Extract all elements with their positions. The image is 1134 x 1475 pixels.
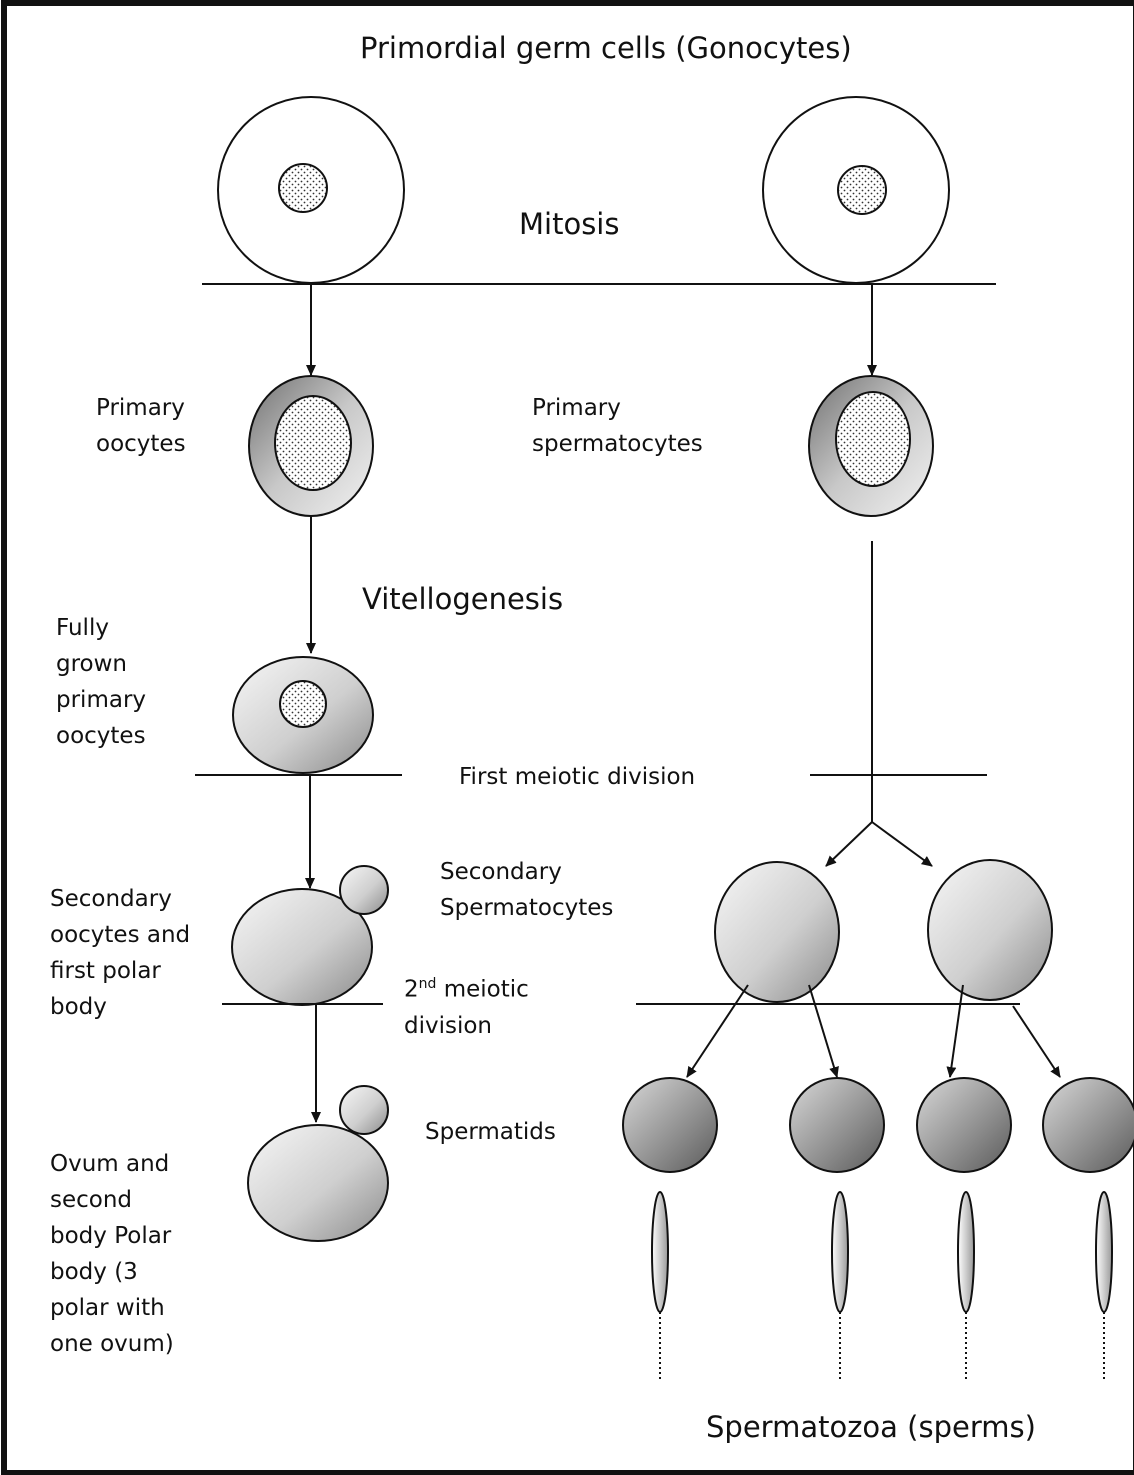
- mitosis-label: Mitosis: [519, 207, 620, 241]
- spermatid-2: [789, 1077, 885, 1173]
- arrow-to-spermatid-2: [808, 984, 839, 1078]
- sperm-head-3: [957, 1191, 975, 1313]
- spermatozoa-label: Spermatozoa (sperms): [706, 1410, 1036, 1444]
- fully-grown-label: Fully grown primary oocytes: [56, 615, 147, 749]
- primary-oocyte-nucleus: [274, 395, 352, 491]
- secondary-spermatocyte-2: [927, 859, 1053, 1001]
- sperm-head-4: [1095, 1191, 1113, 1313]
- sperm-head-2: [831, 1191, 849, 1313]
- spermatids-label: Spermatids: [425, 1119, 556, 1145]
- spermatid-1: [622, 1077, 718, 1173]
- gonocyte-left-nucleus: [278, 163, 328, 213]
- arrow-to-spermatid-3: [946, 984, 964, 1078]
- secondary-spermatocytes-label: Secondary Spermatocytes: [440, 859, 614, 921]
- arrow-to-sec-spermatocyte-1: [825, 821, 873, 867]
- gonocyte-right-nucleus: [837, 165, 887, 215]
- diagram-title: Primordial germ cells (Gonocytes): [360, 31, 852, 65]
- secondary-oocytes-label: Secondary oocytes and first polar body: [50, 886, 191, 1020]
- spermatid-4: [1042, 1077, 1134, 1173]
- fully-grown-oocyte-nucleus: [279, 680, 327, 728]
- vitellogenesis-label: Vitellogenesis: [362, 582, 564, 616]
- arrow-to-spermatid-4: [1012, 1005, 1061, 1078]
- first-meiotic-label: First meiotic division: [459, 764, 696, 790]
- arrow-to-sec-spermatocyte-2: [871, 821, 933, 867]
- first-polar-body: [339, 865, 389, 915]
- ovum-label: Ovum and second body Polar body (3 polar…: [50, 1151, 174, 1357]
- primary-oocytes-label: Primary oocytes: [96, 395, 186, 457]
- primary-spermatocytes-label: Primary spermatocytes: [532, 395, 703, 457]
- spermatid-3: [916, 1077, 1012, 1173]
- primary-spermatocyte-nucleus: [835, 391, 911, 487]
- sperm-head-1: [651, 1191, 669, 1313]
- secondary-spermatocyte-1: [714, 861, 840, 1003]
- second-polar-body: [339, 1085, 389, 1135]
- ovum: [247, 1124, 389, 1242]
- arrow-to-spermatid-1: [686, 984, 749, 1078]
